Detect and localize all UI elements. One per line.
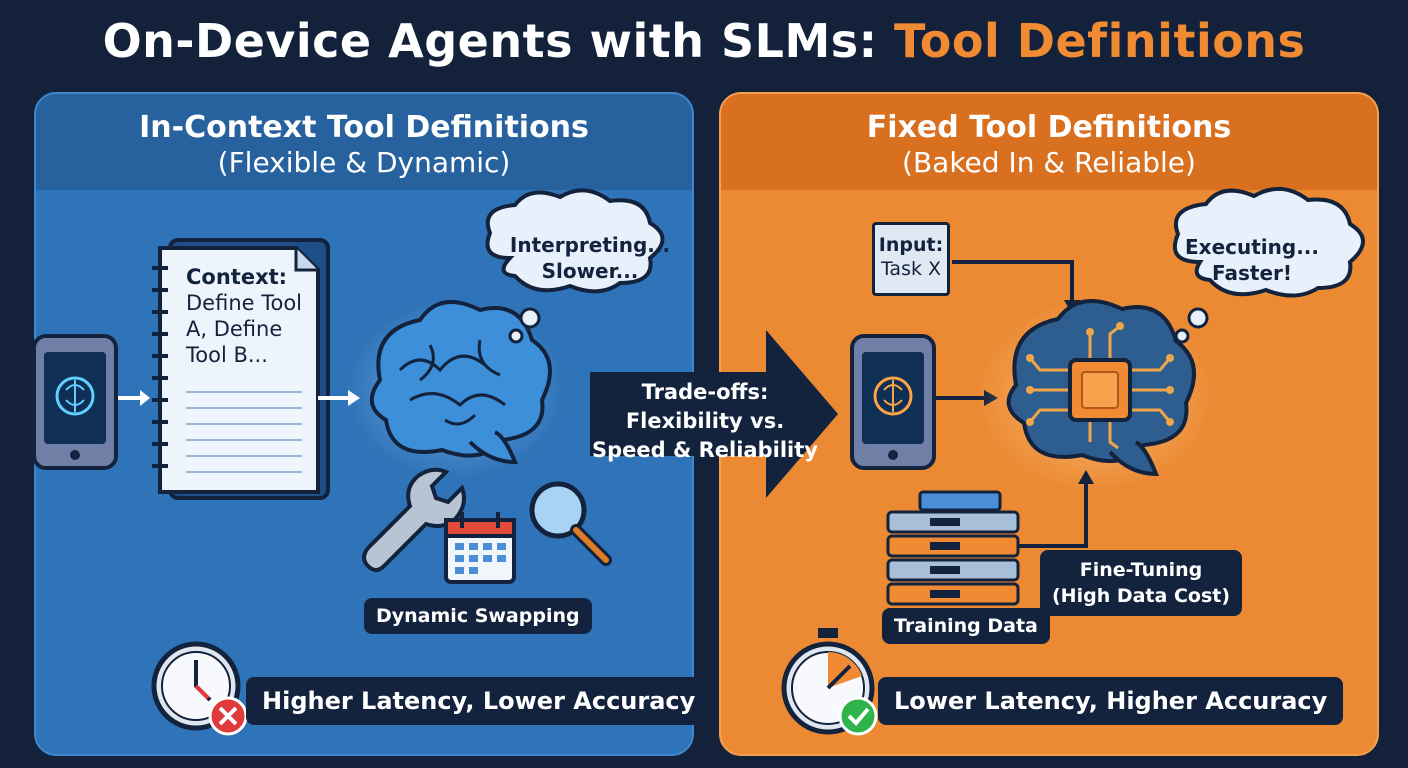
dynamic-swapping-label: Dynamic Swapping [364,598,592,634]
thought-line: Faster! [1212,261,1292,285]
left-thought-text: Interpreting... Slower... [500,232,680,284]
tradeoff-text: Trade-offs: Flexibility vs. Speed & Reli… [592,378,818,465]
title-accent: Tool Definitions [894,14,1306,68]
context-label: Context: [186,265,288,289]
training-data-label: Training Data [882,608,1050,644]
tradeoff-arrow-icon [590,330,838,498]
title-main: On-Device Agents with SLMs: [102,14,878,68]
fixed-subheading: (Baked In & Reliable) [902,146,1196,179]
context-text: Context: Define Tool A, Define Tool B... [186,264,314,368]
phone-icon [850,334,936,470]
input-value: Task X [880,258,942,280]
finetune-label: Fine-Tuning (High Data Cost) [1040,550,1243,616]
check-badge-icon [838,696,878,736]
thought-line: Interpreting... [509,233,671,257]
brain-icon [345,300,565,480]
error-badge-icon [208,696,248,736]
in-context-panel-header: In-Context Tool Definitions (Flexible & … [36,94,692,190]
thought-cloud-icon [1172,187,1365,344]
stopwatch-icon [781,628,875,735]
fixed-heading: Fixed Tool Definitions [866,110,1232,145]
notebook-icon [152,238,330,500]
calendar-icon [444,512,516,584]
input-document-icon: Input: Task X [872,222,950,296]
tradeoff-line: Speed & Reliability [592,438,818,462]
chip-brain-icon [977,299,1213,491]
tradeoff-line: Trade-offs: [641,380,769,404]
arrow-icon [1078,470,1094,484]
in-context-panel: In-Context Tool Definitions (Flexible & … [34,92,694,756]
database-icon [886,490,1020,606]
thought-cloud-icon [485,188,665,344]
thought-line: Slower... [541,259,639,283]
fixed-panel-header: Fixed Tool Definitions (Baked In & Relia… [721,94,1377,190]
context-line: Tool B... [186,343,268,367]
input-label: Input: [878,234,944,256]
arrow-icon [140,390,150,406]
right-result-label: Lower Latency, Higher Accuracy [878,677,1344,725]
context-line: Define Tool [186,291,303,315]
page-title: On-Device Agents with SLMs: Tool Definit… [0,14,1408,68]
in-context-subheading: (Flexible & Dynamic) [217,146,511,179]
wrench-icon [362,467,466,572]
arrow-icon [952,260,1074,302]
in-context-heading: In-Context Tool Definitions [139,110,589,145]
context-line: A, Define [186,317,283,341]
right-thought-text: Executing... Faster! [1164,234,1340,286]
finetune-line: (High Data Cost) [1052,585,1231,607]
tradeoff-line: Flexibility vs. [625,409,785,433]
thought-line: Executing... [1185,235,1319,259]
left-result-label: Higher Latency, Lower Accuracy [246,677,712,725]
finetune-line: Fine-Tuning [1079,559,1203,581]
phone-icon [32,334,118,470]
magnifier-icon [529,481,612,566]
arrow-icon [1018,482,1088,548]
